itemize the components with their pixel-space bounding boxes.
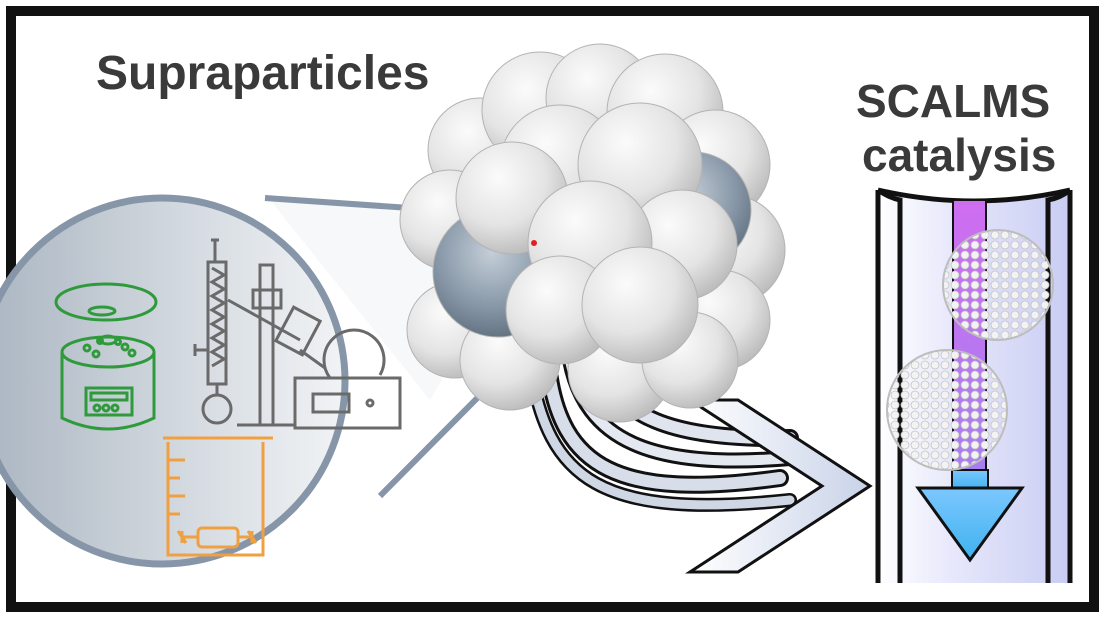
flow-arrow-icon — [915, 469, 1025, 563]
rotary-evaporator-icon — [193, 238, 402, 430]
catalysis-title: catalysis — [862, 129, 1057, 181]
chevron-arrow-icon — [684, 398, 873, 574]
supraparticles-title: Supraparticles — [96, 47, 430, 100]
magnifier-circle — [0, 194, 349, 568]
catalyst-particle-lower — [886, 349, 1008, 471]
catalyst-particle-upper — [942, 229, 1054, 341]
scalms-title: SCALMS — [856, 75, 1051, 127]
beaker-icon — [163, 436, 273, 557]
stir-bar-icon — [176, 526, 258, 549]
centrifuge-icon — [54, 282, 158, 431]
supraparticle-cluster — [399, 43, 786, 423]
red-marker-dot — [531, 240, 537, 246]
